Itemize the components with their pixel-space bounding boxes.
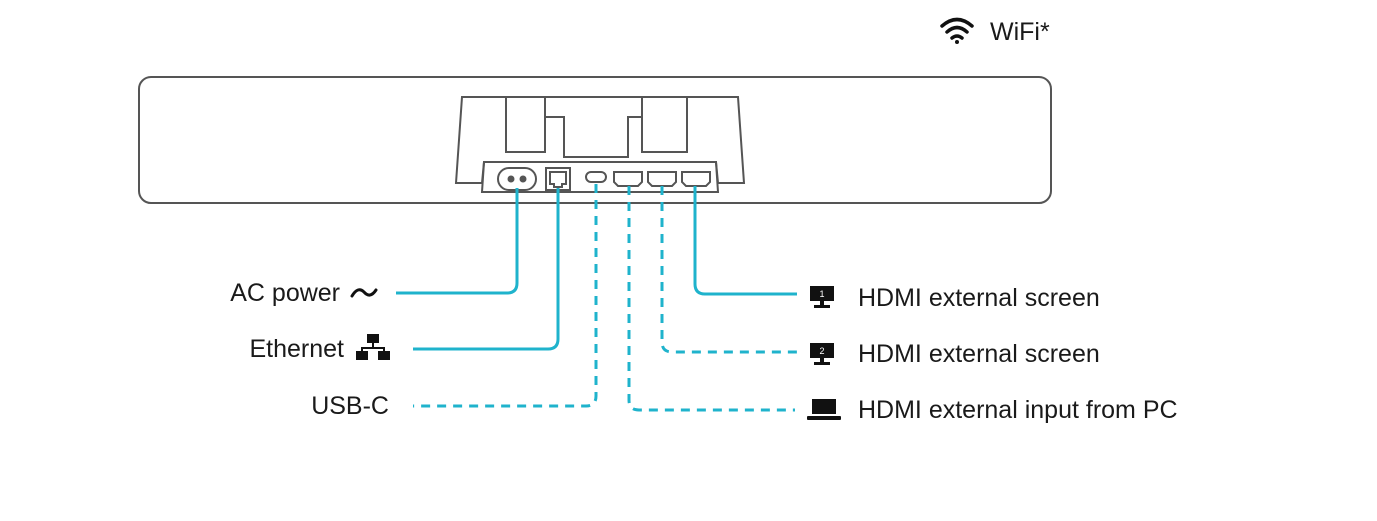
tilde-ac-icon [350,288,378,298]
usb-c-port [585,171,607,183]
wifi-label: WiFi* [990,18,1050,46]
monitor-2-icon: 2 [810,343,834,365]
laptop-icon [807,399,841,420]
ac-power-label: AC power [230,279,340,307]
hdmi-screen-2-label: HDMI external screen [858,340,1100,368]
line-hdmi-input-pc [627,186,795,412]
usb-c-label: USB-C [311,392,389,420]
line-hdmi-screen-1 [693,186,797,296]
line-usb-c [413,184,598,408]
line-hdmi-screen-2 [660,186,797,354]
line-ac-power [396,188,519,295]
hdmi-port-1 [613,171,643,187]
wifi-icon [940,17,974,44]
hdmi-port-3 [681,171,711,187]
line-ethernet [413,188,560,351]
monitor-1-icon: 1 [810,286,834,308]
port-panel [480,161,720,193]
monitor-2-badge: 2 [819,346,824,356]
hdmi-screen-1-label: HDMI external screen [858,284,1100,312]
hdmi-input-pc-label: HDMI external input from PC [858,396,1178,424]
monitor-1-badge: 1 [819,289,824,299]
ethernet-label: Ethernet [249,335,344,363]
hdmi-port-2 [647,171,677,187]
network-icon [356,334,390,360]
mount-bracket [505,97,688,158]
